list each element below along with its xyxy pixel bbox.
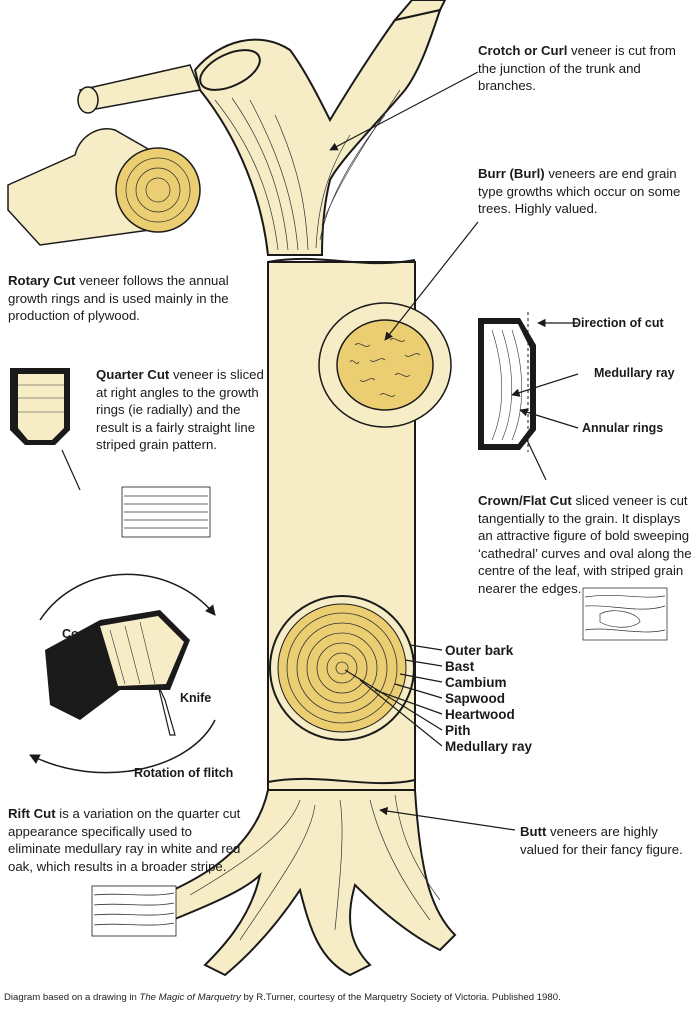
bast-label: Bast bbox=[445, 659, 475, 674]
crotch-section bbox=[193, 8, 442, 256]
rift-description: Rift Cut is a variation on the quarter c… bbox=[8, 806, 241, 874]
quarter-description: Quarter Cut veneer is sliced at right an… bbox=[96, 367, 264, 452]
crown-description: Crown/Flat Cut sliced veneer is cut tang… bbox=[478, 493, 692, 596]
rift-flitch bbox=[45, 610, 190, 736]
rotary-description: Rotary Cut veneer follows the annual gro… bbox=[8, 273, 229, 323]
leader-lines bbox=[329, 71, 579, 831]
sapwood-label: Sapwood bbox=[445, 691, 505, 706]
crown-flitch bbox=[478, 312, 547, 481]
butt-grain bbox=[189, 794, 441, 941]
burr-description: Burr (Burl) veneers are end grain type g… bbox=[478, 166, 681, 216]
rift-sample bbox=[91, 885, 177, 937]
source-caption: Diagram based on a drawing in The Magic … bbox=[4, 992, 561, 1003]
direction-of-cut-label: Direction of cut bbox=[572, 316, 664, 330]
knife-label: Knife bbox=[180, 691, 212, 705]
trunk-cross-section bbox=[269, 595, 415, 741]
branch-stump bbox=[392, 0, 447, 22]
medullary-ray-section-label: Medullary ray bbox=[445, 739, 533, 754]
cambium-label: Cambium bbox=[445, 675, 507, 690]
annular-rings-label: Annular rings bbox=[582, 421, 664, 435]
butt-description: Butt veneers are highly valued for their… bbox=[520, 824, 683, 857]
crotch-description: Crotch or Curl veneer is cut from the ju… bbox=[478, 43, 676, 93]
heartwood-label: Heartwood bbox=[445, 707, 515, 722]
rotation-label: Rotation of flitch bbox=[134, 766, 234, 780]
outer-bark-label: Outer bark bbox=[445, 643, 514, 658]
core-label: Core bbox=[62, 627, 91, 641]
pith-label: Pith bbox=[445, 723, 471, 738]
quarter-sample bbox=[121, 486, 211, 538]
crown-sample bbox=[582, 587, 668, 641]
medullary-ray-label: Medullary ray bbox=[594, 366, 675, 380]
crotch-grain bbox=[214, 89, 401, 251]
burl bbox=[318, 302, 452, 428]
rotary-log bbox=[7, 64, 202, 246]
quarter-flitch bbox=[10, 368, 81, 491]
